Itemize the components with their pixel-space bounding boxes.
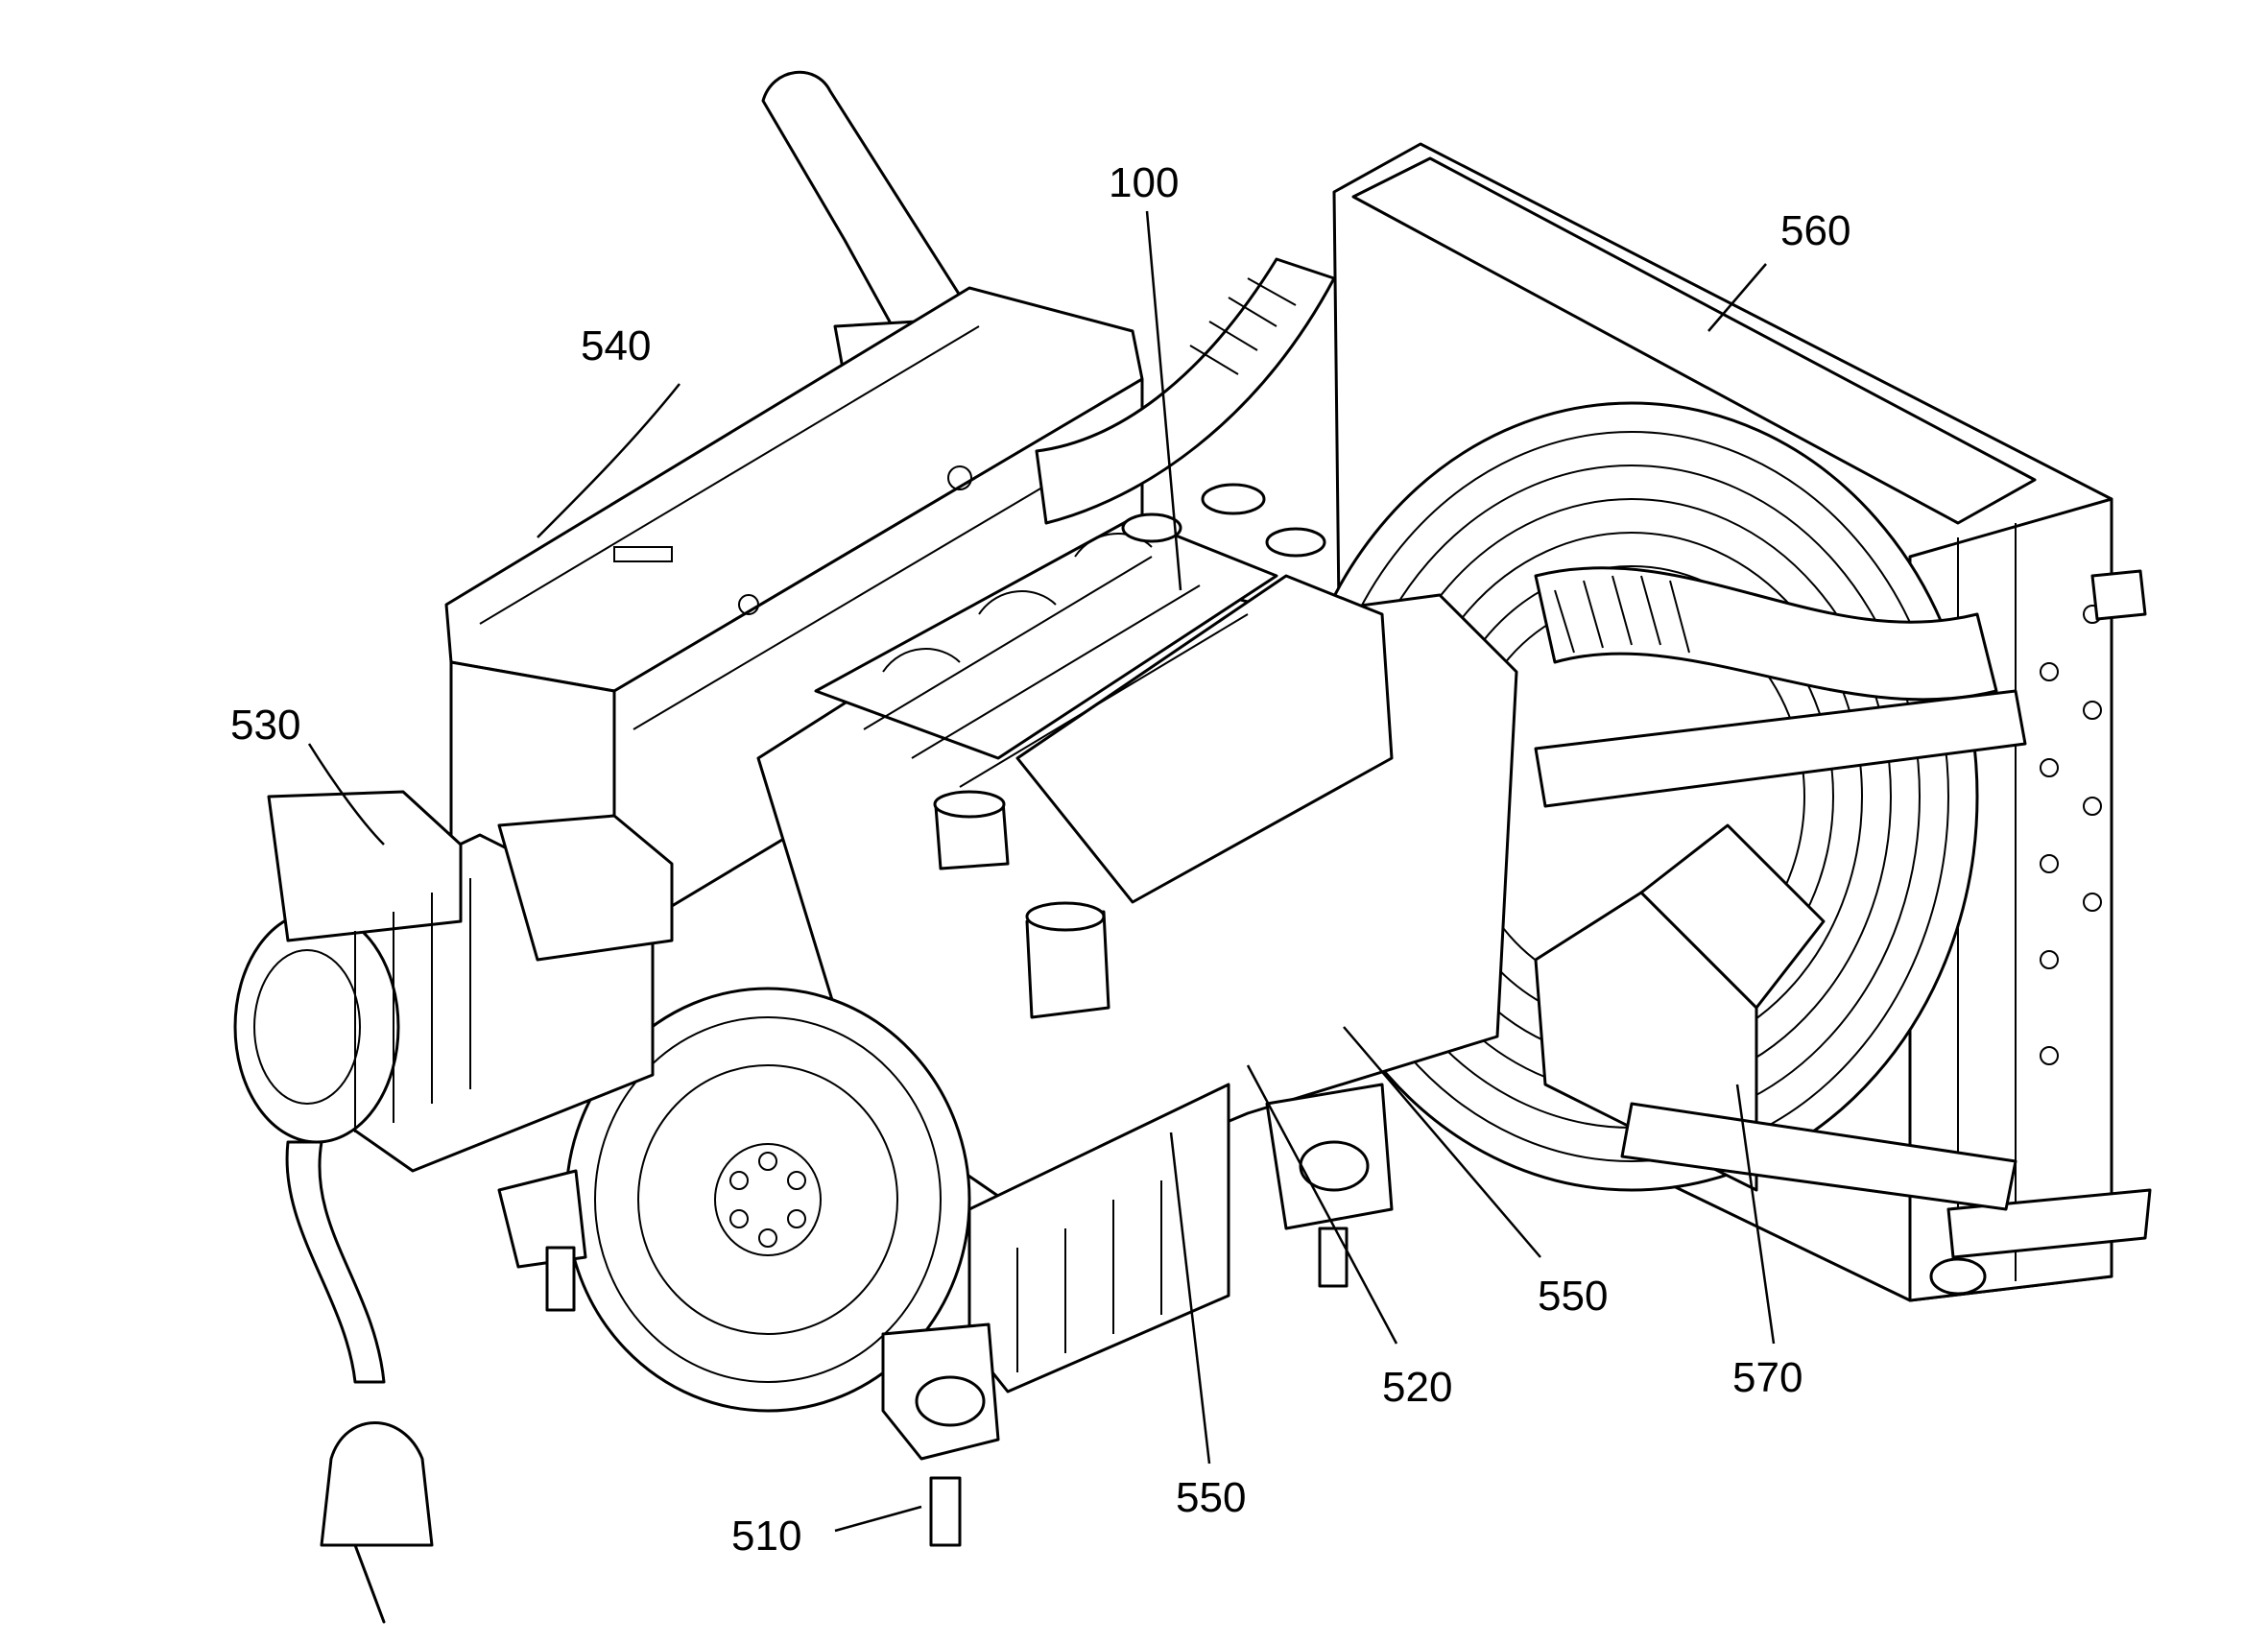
engine-mount-side xyxy=(1265,1083,1394,1288)
engine-mount-bracket-left xyxy=(497,1169,587,1312)
label-510: 510 xyxy=(731,1513,801,1560)
label-550-right: 550 xyxy=(1538,1273,1608,1320)
label-550-lower: 550 xyxy=(1176,1474,1246,1521)
intake-pipe xyxy=(1035,257,1336,525)
label-520: 520 xyxy=(1382,1364,1452,1411)
coolant-hose-upper xyxy=(1534,566,1998,702)
engine-block xyxy=(756,483,1518,1394)
label-100: 100 xyxy=(1109,159,1179,206)
label-540: 540 xyxy=(581,322,651,369)
label-560: 560 xyxy=(1780,207,1850,254)
leader-lines xyxy=(307,210,1776,1533)
reference-labels: 100 540 560 530 550 520 570 550 510 xyxy=(230,159,1850,1560)
coolant-pipe-lower xyxy=(1534,689,2027,1211)
flywheel-bolts xyxy=(729,1152,806,1248)
oil-filter xyxy=(933,790,1110,1019)
engine-mount-front xyxy=(881,1322,1000,1547)
air-cleaner xyxy=(233,790,674,1624)
oil-pan xyxy=(967,1083,1230,1394)
oil-fill-caps xyxy=(1121,483,1326,558)
label-570: 570 xyxy=(1732,1354,1802,1401)
radiator-bolts xyxy=(2040,605,2102,1065)
label-530: 530 xyxy=(230,702,300,749)
